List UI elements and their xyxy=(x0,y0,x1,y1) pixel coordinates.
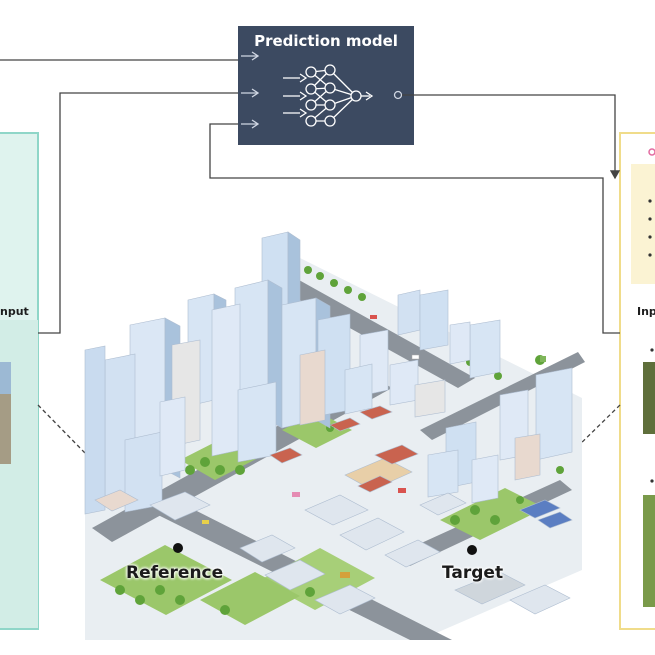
reference-marker xyxy=(173,543,183,553)
target-label: Target xyxy=(442,563,504,583)
right-input-label: Inp xyxy=(637,305,655,318)
right-photo-1 xyxy=(643,362,655,434)
connector-output xyxy=(402,94,621,180)
neural-network-icon xyxy=(283,64,374,127)
reference-label: Reference xyxy=(126,563,224,583)
connector-left-input xyxy=(38,92,238,334)
right-input-panel xyxy=(619,132,655,630)
prediction-model-box xyxy=(238,26,414,145)
left-input-panel xyxy=(0,132,39,630)
right-photo-2 xyxy=(643,495,655,607)
target-marker xyxy=(467,545,477,555)
left-input-label: nput xyxy=(0,305,29,318)
city-illustration xyxy=(84,231,585,640)
connector-right-input xyxy=(209,123,620,334)
left-photo-thumbnail xyxy=(0,362,11,464)
prediction-model-title: Prediction model xyxy=(254,32,398,50)
